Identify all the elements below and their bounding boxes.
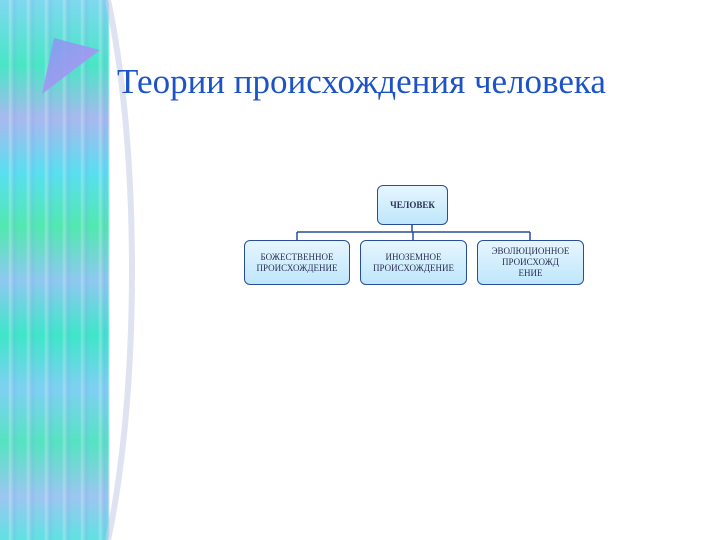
decorative-band-stripes bbox=[0, 0, 108, 540]
decorative-band bbox=[0, 0, 140, 540]
triangle-play-icon bbox=[42, 38, 100, 94]
diagram-node-evolutionary-origin: ЭВОЛЮЦИОННОЕ ПРОИСХОЖД ЕНИЕ bbox=[477, 240, 584, 285]
diagram-root-node: ЧЕЛОВЕК bbox=[377, 185, 448, 225]
slide-title: Теории происхождения человека bbox=[117, 62, 606, 101]
diagram-node-alien-origin: ИНОЗЕМНОЕ ПРОИСХОЖДЕНИЕ bbox=[360, 240, 467, 285]
decorative-band-curve bbox=[105, 0, 160, 540]
diagram-node-divine-origin: БОЖЕСТВЕННОЕ ПРОИСХОЖДЕНИЕ bbox=[244, 240, 350, 285]
